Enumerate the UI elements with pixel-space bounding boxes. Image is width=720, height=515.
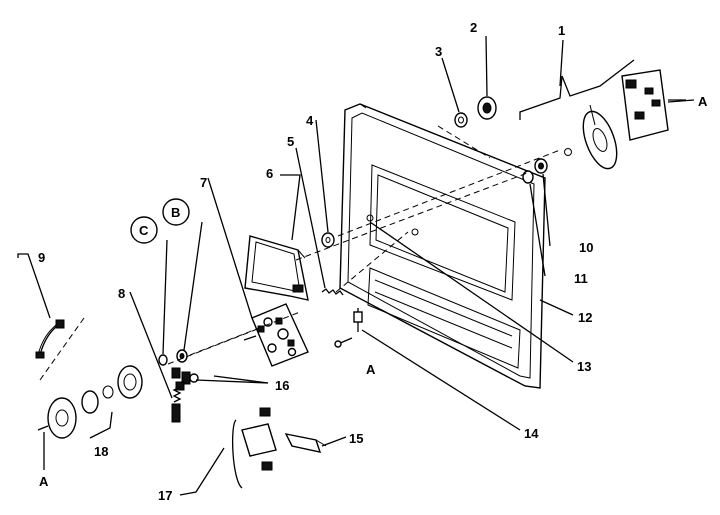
part-9-cable [35, 319, 65, 359]
part-7-mechanism [243, 303, 309, 367]
label-A-right: A [698, 94, 708, 109]
label-2: 2 [470, 20, 477, 35]
label-14: 14 [524, 426, 539, 441]
part-2-bearing [477, 96, 497, 120]
label-11: 11 [574, 271, 588, 286]
label-12: 12 [578, 310, 592, 325]
label-6: 6 [266, 166, 273, 181]
label-15: 15 [349, 431, 363, 446]
label-8: 8 [118, 286, 125, 301]
part-1-assembly [564, 69, 686, 170]
label-7: 7 [200, 175, 207, 190]
label-16: 16 [275, 378, 289, 393]
circle-B [162, 198, 190, 226]
label-13: 13 [577, 359, 591, 374]
label-B: B [171, 205, 180, 220]
label-18: 18 [94, 444, 108, 459]
label-9: 9 [38, 250, 45, 265]
label-1: 1 [558, 23, 565, 38]
part-5-spring [321, 288, 344, 296]
washer-C [158, 354, 168, 366]
part-14-latch [334, 308, 363, 348]
label-5: 5 [287, 134, 294, 149]
part-15-clip [284, 433, 327, 453]
part-17-hinge [241, 407, 277, 471]
label-A-left: A [39, 474, 49, 489]
part-16-cam [171, 367, 199, 391]
label-3: 3 [435, 44, 442, 59]
alignment-lines [39, 125, 561, 381]
part-4-washer [321, 232, 335, 248]
label-A-mid: A [366, 362, 376, 377]
label-C: C [139, 223, 149, 238]
part-8-spring [171, 386, 182, 423]
circle-C [130, 216, 158, 244]
door-panel [339, 103, 546, 389]
part-6-housing [244, 235, 309, 301]
part-18-wheel [37, 365, 143, 439]
part-11-ring [522, 170, 534, 184]
part-3-washer [454, 112, 468, 128]
label-10: 10 [579, 240, 593, 255]
part-10-bushing [534, 158, 548, 174]
leader-lines [17, 35, 695, 496]
label-17: 17 [158, 488, 172, 503]
label-4: 4 [306, 113, 314, 128]
